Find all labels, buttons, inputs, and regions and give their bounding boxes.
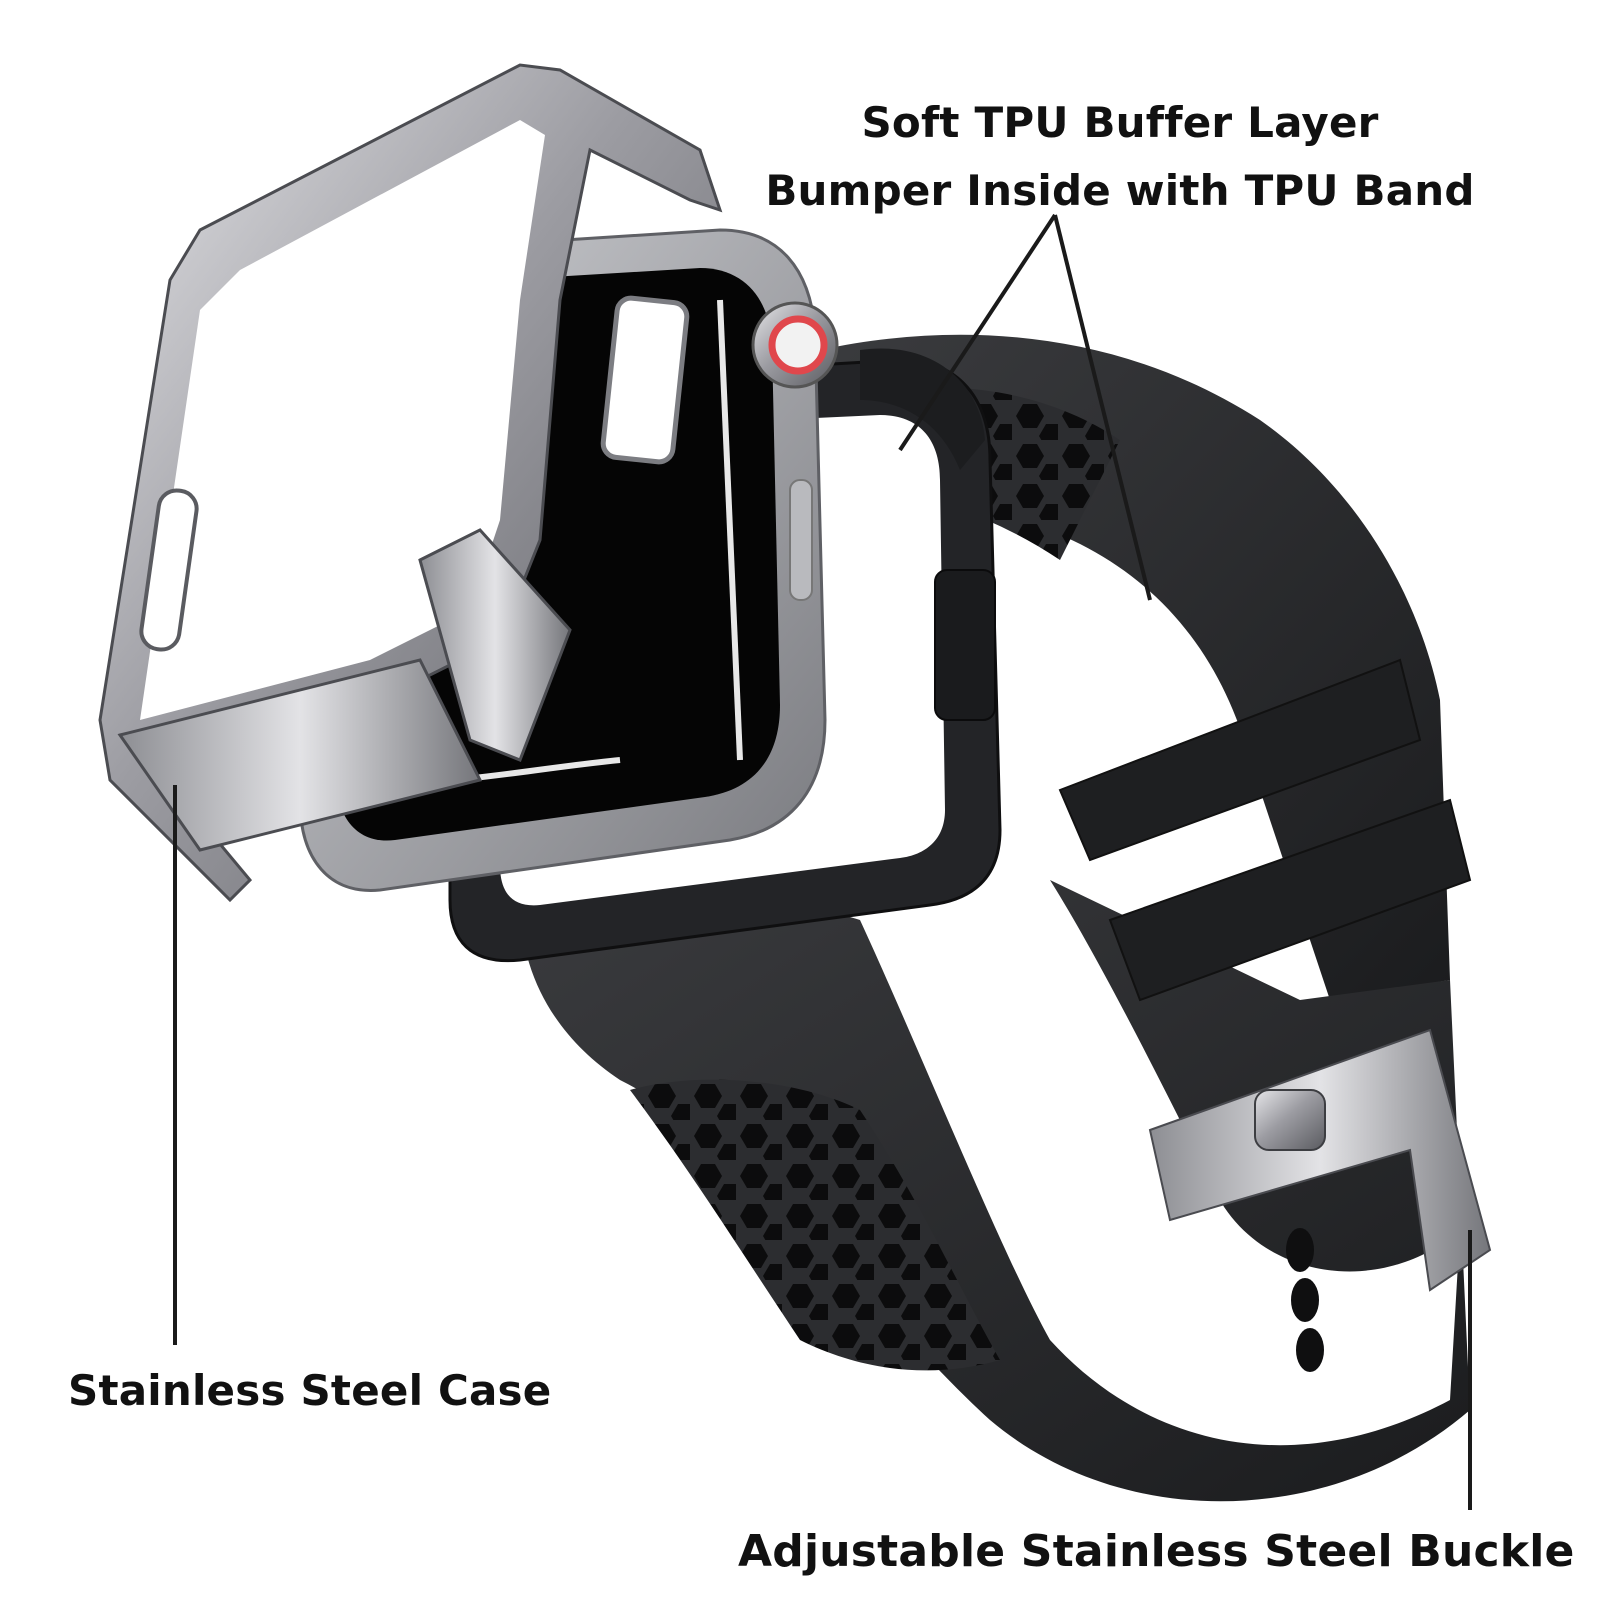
stainless-steel-case [98,63,723,903]
band-keeper-loop-1 [1058,658,1422,862]
bumper-side-button [934,569,996,721]
band-adjustment-holes [1286,1228,1324,1372]
case-button-slot [139,488,199,652]
crown-red-ring [768,315,828,375]
callout-lines [173,213,1472,1510]
buckle-prong [1254,1089,1326,1151]
label-stainless-steel-case: Stainless Steel Case [68,1366,552,1415]
steel-buckle [1148,1028,1492,1292]
label-adjustable-stainless-steel-buckle: Adjustable Stainless Steel Buckle [738,1526,1575,1577]
band-keeper-loop-2 [1108,798,1472,1002]
band-lower-strap [520,880,1470,1502]
label-bumper-inside-with-tpu-band: Bumper Inside with TPU Band [765,166,1475,215]
bumper-crown-guard [860,348,985,470]
leader-tpu-band [1053,214,1152,601]
case-side-lug [418,528,572,762]
watch-side-button [789,479,813,601]
label-soft-tpu-buffer-layer: Soft TPU Buffer Layer [861,98,1379,147]
leader-tpu-bumper [898,213,1057,452]
case-window-slot [600,295,690,465]
band-hex-vents-lower [630,1079,1000,1371]
